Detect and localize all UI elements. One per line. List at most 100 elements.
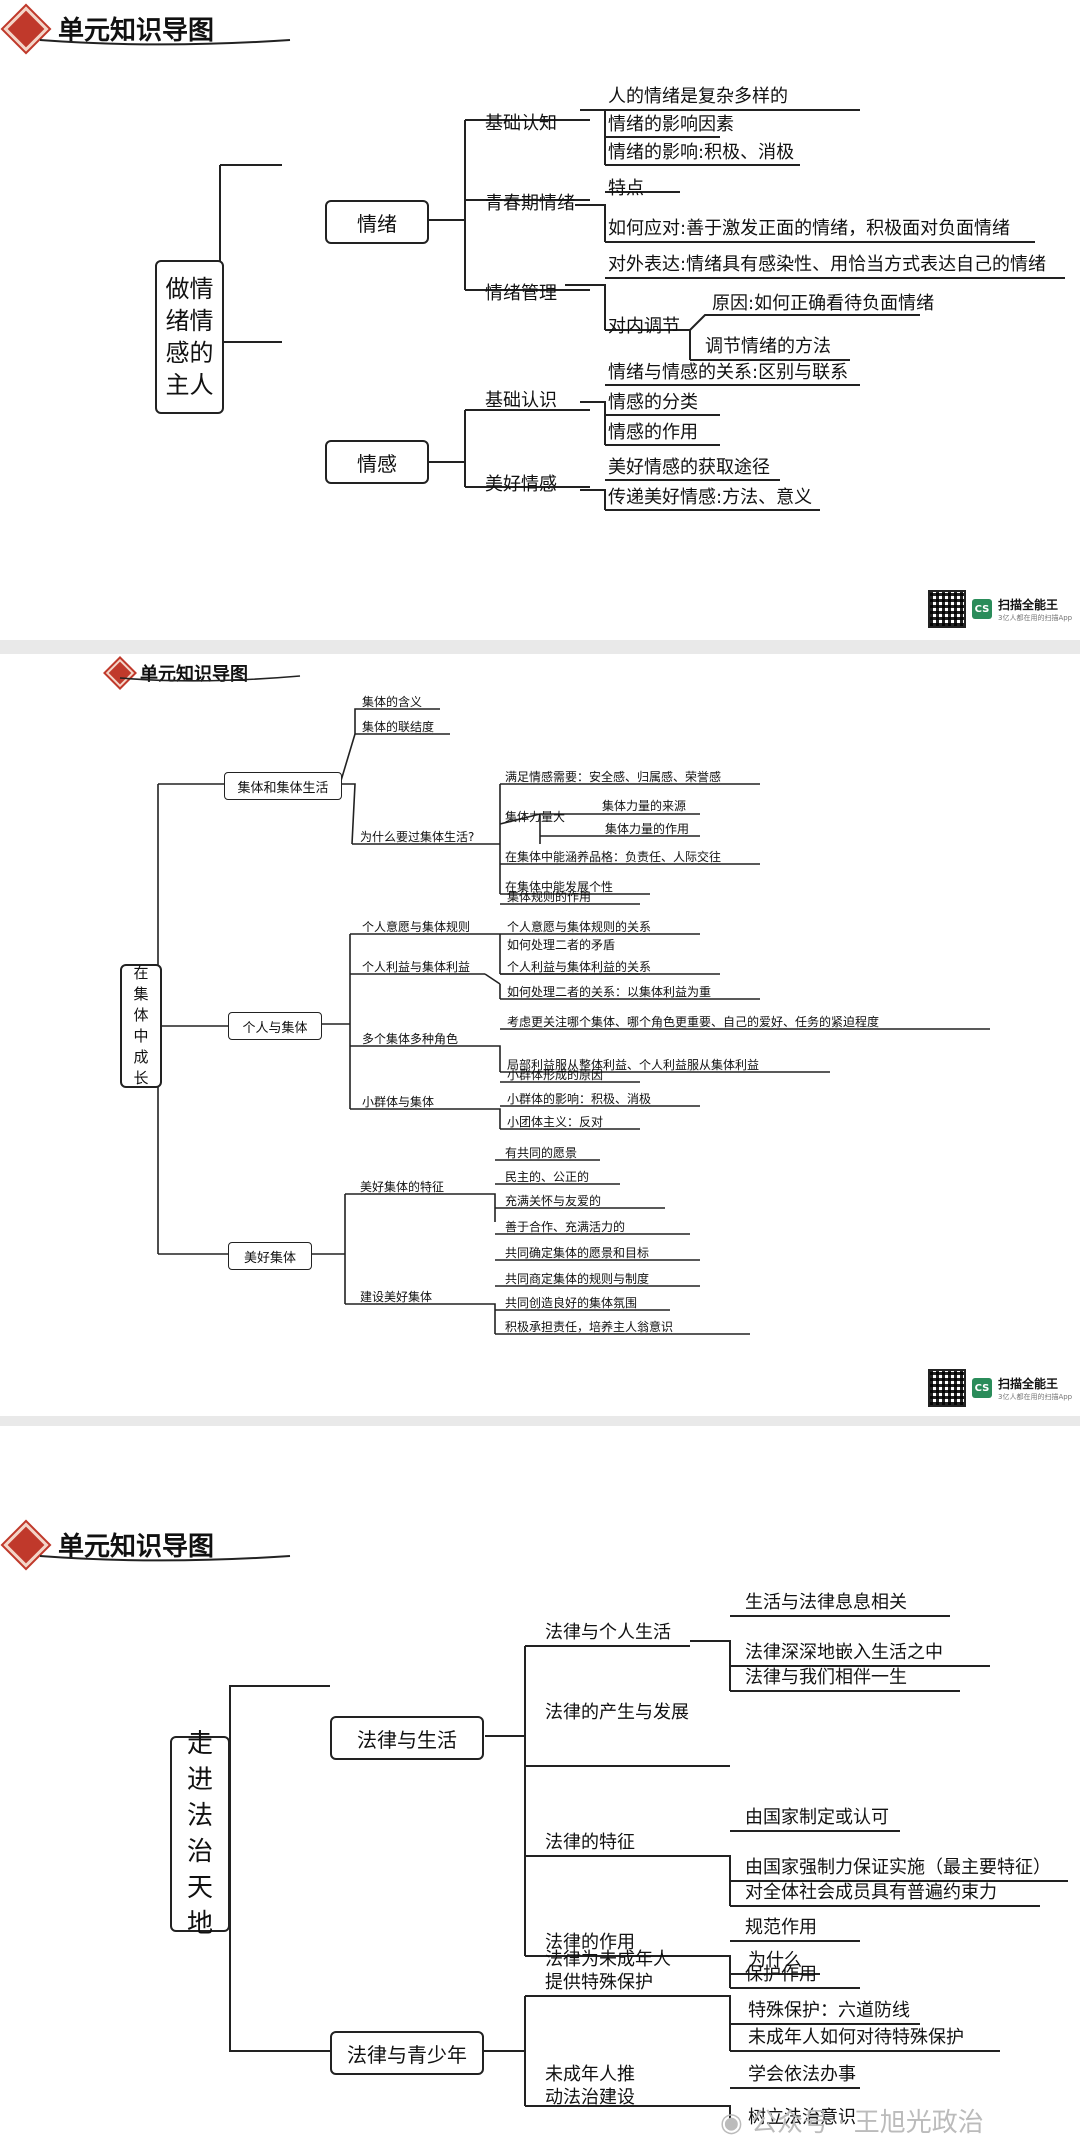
branch-node: 法律与生活 [330, 1716, 484, 1760]
item-label: 小团体主义：反对 [507, 1115, 604, 1129]
sub-label: 小群体与集体 [362, 1095, 435, 1109]
item-label: 传递美好情感:方法、意义 [608, 487, 813, 508]
item-label: 学会依法办事 [748, 2064, 856, 2085]
item-label: 对外表达:情绪具有感染性、用恰当方式表达自己的情绪 [608, 254, 1047, 275]
camscanner-logo-icon: CS [972, 599, 992, 619]
sub-label: 法律与个人生活 [545, 1622, 671, 1643]
sub-label: 法律为未成年人 [545, 1949, 671, 1970]
root-node: 在集体中成长 [120, 964, 162, 1088]
sub-label: 动法治建设 [545, 2087, 635, 2108]
item-label: 情绪的影响因素 [608, 114, 734, 135]
item-label: 保护作用 [745, 1964, 817, 1985]
item-label: 有共同的愿景 [505, 1146, 578, 1160]
item-label: 由国家强制力保证实施（最主要特征） [745, 1857, 1051, 1878]
scanner-brand: 扫描全能王 [998, 1376, 1059, 1391]
item-label: 人的情绪是复杂多样的 [608, 86, 788, 107]
scanner-slogan: 3亿人都在用的扫描App [998, 613, 1073, 622]
item-label: 情绪的影响:积极、消极 [608, 142, 795, 163]
divider [0, 1416, 1080, 1426]
branch-node: 情绪 [325, 200, 429, 244]
sub-label: 多个集体多种角色 [362, 1032, 459, 1046]
item-label: 规范作用 [745, 1917, 817, 1938]
item-label: 法律深深地嵌入生活之中 [745, 1642, 943, 1663]
sub-label: 为什么要过集体生活? [360, 830, 475, 844]
item-label: 考虑更关注哪个集体、哪个角色更重要、自己的爱好、任务的紧迫程度 [507, 1015, 880, 1029]
item-label: 局部利益服从整体利益、个人利益服从集体利益 [507, 1058, 760, 1072]
item-label: 为什么 [748, 1950, 802, 1971]
item-label: 对全体社会成员具有普遍约束力 [745, 1882, 997, 1903]
item-label: 小群体形成的原因 [507, 1068, 604, 1082]
sub-label: 提供特殊保护 [545, 1972, 653, 1993]
sub-label: 基础认知 [485, 113, 557, 134]
item-label: 情感的作用 [608, 422, 698, 443]
scanner-slogan: 3亿人都在用的扫描App [998, 1392, 1073, 1401]
sub-label: 法律的作用 [545, 1932, 635, 1953]
root-node: 走进法治天地 [170, 1729, 230, 1939]
item-label: 共同确定集体的愿景和目标 [505, 1246, 650, 1260]
item-label: 由国家制定或认可 [745, 1807, 889, 1828]
sub-label: 美好情感 [485, 474, 557, 495]
root-label: 在集体中成长 [133, 964, 149, 1087]
item-label: 情绪与情感的关系:区别与联系 [608, 362, 849, 383]
sub-label: 个人利益与集体利益 [362, 960, 471, 974]
item-label: 个人意愿与集体规则的关系 [507, 920, 652, 934]
root-node: 做情绪情感的主人 [155, 260, 224, 414]
item-label: 树立法治意识 [748, 2107, 856, 2128]
branch-node: 情感 [325, 440, 429, 484]
scanner-brand: 扫描全能王 [998, 597, 1059, 612]
divider [0, 640, 1080, 654]
item-label: 在集体中能涵养品格：负责任、人际交往 [505, 850, 722, 864]
item-label: 共同创造良好的集体氛围 [505, 1296, 638, 1310]
watermark: ◉ 公众号 · 王旭光政治 [720, 2108, 984, 2138]
item-label: 在集体中能发展个性 [505, 880, 614, 894]
item-label: 共同商定集体的规则与制度 [505, 1272, 650, 1286]
item-label: 如何处理二者的矛盾 [507, 938, 616, 952]
item-label: 善于合作、充满活力的 [505, 1220, 626, 1234]
item-label: 集体力量的作用 [605, 822, 690, 836]
scanner-badge: CS 扫描全能王 3亿人都在用的扫描App [928, 1369, 1072, 1407]
item-label: 对内调节 [608, 316, 680, 337]
item-label: 生活与法律息息相关 [745, 1592, 907, 1613]
header-title: 单元知识导图 [58, 1532, 215, 1562]
unit-header: 单元知识导图 [3, 5, 215, 52]
item-label: 如何处理二者的关系：以集体利益为重 [507, 985, 712, 999]
item-label: 集体的联结度 [362, 720, 435, 734]
item-label: 未成年人如何对待特殊保护 [748, 2027, 964, 2048]
header-title: 单元知识导图 [58, 16, 215, 46]
item-label: 集体的含义 [362, 695, 423, 709]
item-label: 特殊保护：六道防线 [748, 2000, 910, 2021]
item-label: 充满关怀与友爱的 [505, 1194, 602, 1208]
unit-header: 单元知识导图 [3, 1521, 215, 1568]
sub-label: 情绪管理 [485, 283, 557, 304]
item-label: 调节情绪的方法 [705, 336, 831, 357]
scanner-badge: CS 扫描全能王 3亿人都在用的扫描App [928, 590, 1072, 628]
branch-node: 个人与集体 [228, 1012, 322, 1040]
qr-code-icon [928, 590, 966, 628]
connector-lines [39, 1555, 1068, 2129]
root-label: 做情绪情感的主人 [165, 275, 214, 399]
sub-label: 法律的产生与发展 [545, 1702, 689, 1723]
root-label: 走进法治天地 [186, 1729, 213, 1939]
item-label: 法律与我们相伴一生 [745, 1667, 907, 1688]
mindmap-emotions: 单元知识导图 做情绪情感的主人 情绪 情感 基础认知 青春期情绪 情绪管理 人的… [0, 0, 1080, 640]
connector-lines [39, 39, 1065, 511]
sub-label: 青春期情绪 [485, 193, 575, 214]
connector-lines [119, 675, 990, 1335]
item-label: 集体力量大 [505, 810, 566, 824]
item-label: 个人利益与集体利益的关系 [507, 960, 652, 974]
item-label: 情感的分类 [608, 392, 698, 413]
item-label: 小群体的影响：积极、消极 [507, 1092, 652, 1106]
branch-node: 美好集体 [228, 1242, 312, 1270]
sub-label: 个人意愿与集体规则 [362, 920, 471, 934]
item-label: 如何应对:善于激发正面的情绪，积极面对负面情绪 [608, 218, 1011, 239]
sub-label: 美好集体的特征 [360, 1180, 445, 1194]
item-label: 特点 [608, 178, 644, 199]
qr-code-icon [928, 1369, 966, 1407]
item-label: 原因:如何正确看待负面情绪 [712, 293, 935, 314]
sub-label: 基础认识 [485, 390, 557, 411]
sub-label: 法律的特征 [545, 1832, 635, 1853]
item-label: 集体力量的来源 [602, 799, 687, 813]
sub-label: 未成年人推 [545, 2064, 635, 2085]
item-label: 满足情感需要：安全感、归属感、荣誉感 [505, 770, 722, 784]
item-label: 美好情感的获取途径 [608, 457, 770, 478]
